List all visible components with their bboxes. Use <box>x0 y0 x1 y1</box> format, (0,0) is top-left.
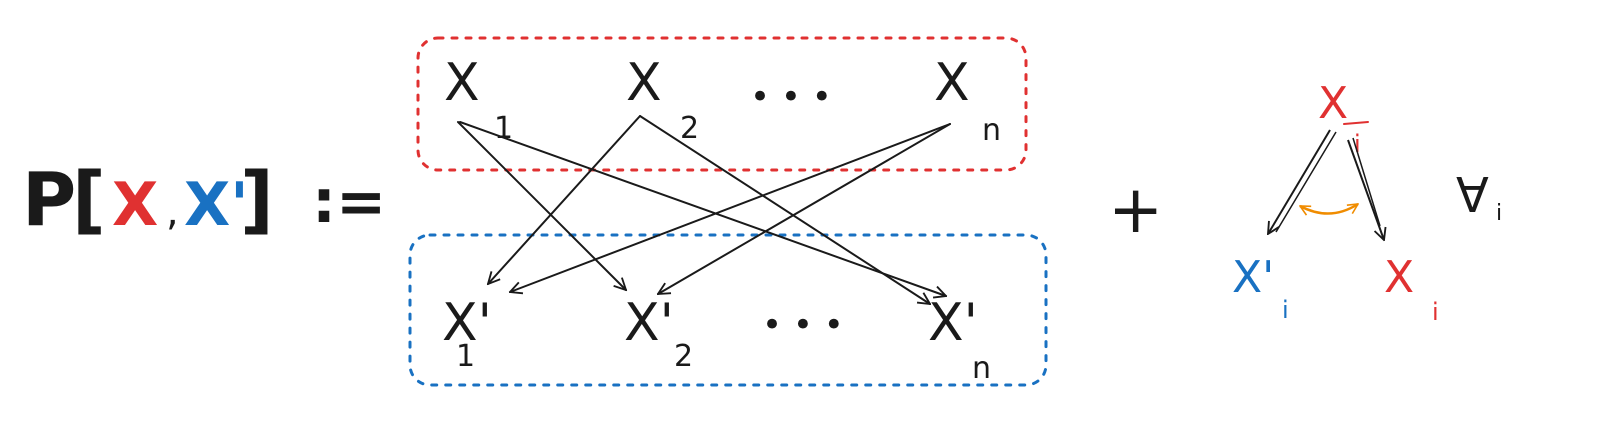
lhs-defeq: := <box>312 167 386 237</box>
top-x1-sub: 1 <box>494 111 513 146</box>
lhs-comma: , <box>166 189 179 235</box>
arrow-x2-to-xnprime <box>639 115 930 304</box>
top-dots: • • • <box>750 77 832 117</box>
lhs-x: X <box>112 170 158 240</box>
rhs-right-x: X <box>1384 252 1414 303</box>
plus-sign: + <box>1108 171 1163 248</box>
arrow-x1-to-xnprime <box>459 121 946 296</box>
lhs-x-prime: X' <box>184 170 249 240</box>
lhs-p: P <box>22 157 76 243</box>
arrow-xn-to-x2prime <box>658 123 951 294</box>
top-row: X 1 X 2 • • • X n <box>444 53 1001 148</box>
top-x2-sub: 2 <box>680 111 699 146</box>
arrow-x2-to-x1prime <box>488 115 641 284</box>
bottom-dots: • • • <box>762 305 844 345</box>
bottom-x1: X' <box>442 293 492 353</box>
lhs-open-bracket: [ <box>72 157 106 243</box>
lhs-close-bracket: ] <box>240 157 274 243</box>
bottom-x2-sub: 2 <box>674 339 693 374</box>
top-xn: X <box>934 53 970 113</box>
rhs-arrow-to-left-double <box>1275 131 1337 233</box>
bottom-x1-sub: 1 <box>456 339 475 374</box>
rhs-top-underline <box>1343 121 1369 125</box>
top-group-box <box>416 36 1028 172</box>
bottom-xn-sub: n <box>972 351 991 386</box>
rhs-arrow-to-right <box>1347 139 1384 240</box>
rhs-arrow-to-right-double <box>1352 137 1381 227</box>
top-x1: X <box>444 53 480 113</box>
rhs-right-sub: i <box>1432 298 1439 326</box>
bottom-xn: X' <box>928 293 978 353</box>
rhs-forall-sub: i <box>1496 201 1502 226</box>
top-xn-sub: n <box>982 113 1001 148</box>
top-x2: X <box>626 53 662 113</box>
bottom-group-box <box>408 233 1048 387</box>
rhs-left-sub: i <box>1282 296 1289 324</box>
rhs-pair: X i X' i X i ∀ i <box>1232 78 1502 326</box>
bottom-x2: X' <box>624 293 674 353</box>
rhs-swap-arrow <box>1300 202 1358 214</box>
lhs-expression: P [ X , X' ] := <box>22 157 386 243</box>
rhs-arrow-to-left <box>1268 129 1331 234</box>
rhs-top-sub: i <box>1354 130 1361 158</box>
arrow-x1-to-x2prime <box>457 121 626 290</box>
rhs-top-x: X <box>1318 78 1348 129</box>
bottom-row: X' 1 X' 2 • • • X' n <box>442 293 991 386</box>
rhs-forall: ∀ <box>1456 168 1489 224</box>
rhs-left-x-prime: X' <box>1232 252 1274 303</box>
arrow-xn-to-x1prime <box>510 123 951 292</box>
cross-arrows <box>457 115 951 304</box>
